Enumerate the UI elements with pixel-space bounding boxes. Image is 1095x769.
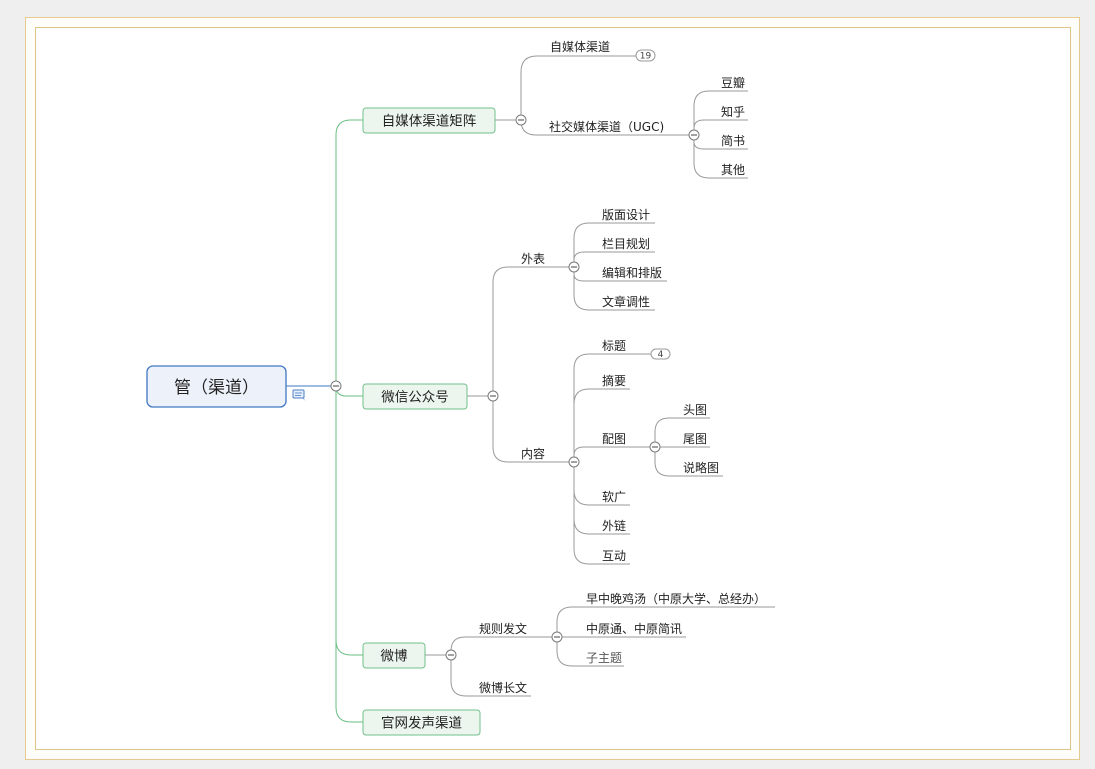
branch1-to-selfmedia [520, 55, 636, 120]
subtopic-changwen[interactable]: 微博长文 [479, 680, 527, 695]
subtopic-zizhuti[interactable]: 子主题 [586, 651, 622, 665]
topic-label: 官网发声渠道 [381, 716, 462, 732]
topic-weixin[interactable]: 微信公众号 [362, 383, 468, 410]
peitu-to-3 [654, 447, 723, 477]
collapse-minus-icon[interactable] [568, 456, 580, 468]
subtopic-qita[interactable]: 其他 [721, 163, 745, 177]
neirong-to-peitu [573, 446, 655, 462]
subtopic-lanmu[interactable]: 栏目规划 [602, 236, 650, 251]
subtopic-neirong[interactable]: 内容 [521, 446, 545, 461]
svg-text:4: 4 [658, 350, 664, 360]
subtopic-biaoti[interactable]: 标题 [602, 339, 626, 353]
guize-to-3 [556, 637, 624, 667]
topic-label: 微信公众号 [381, 390, 449, 406]
topic-guanwang[interactable]: 官网发声渠道 [362, 709, 481, 736]
collapse-minus-icon[interactable] [487, 390, 499, 402]
subtopic-zhongyuantong[interactable]: 中原通、中原简讯 [586, 621, 682, 636]
collapse-minus-icon[interactable] [551, 631, 563, 643]
topic-zimeiti-matrix[interactable]: 自媒体渠道矩阵 [362, 107, 496, 134]
trunk-to-branch-3 [335, 386, 363, 656]
collapse-minus-icon[interactable] [515, 114, 527, 126]
collapse-minus-icon[interactable] [649, 441, 661, 453]
root-label: 管（渠道） [174, 378, 259, 398]
subtopic-peitu[interactable]: 配图 [602, 432, 626, 446]
subtopic-bianji[interactable]: 编辑和排版 [602, 265, 662, 280]
trunk-to-branch-1 [335, 119, 363, 386]
peitu-to-1 [654, 417, 710, 447]
collapse-toggles [330, 114, 700, 661]
topic-label: 自媒体渠道矩阵 [382, 114, 477, 130]
waibiao-to-4 [573, 267, 655, 311]
branch2-to-waibiao [492, 266, 574, 396]
neirong-to-zhaiyao [573, 388, 630, 462]
collapsed-count-badge[interactable]: 19 [635, 49, 656, 62]
root-topic[interactable]: 管（渠道） [146, 365, 287, 408]
branch3-to-guize [450, 636, 557, 655]
subtopic-jianshu[interactable]: 简书 [721, 134, 745, 148]
subtopic-banmian[interactable]: 版面设计 [602, 208, 650, 222]
subtopic-zhaiyao[interactable]: 摘要 [602, 373, 626, 388]
social-to-douban [693, 90, 748, 135]
social-to-zhihu [693, 119, 748, 135]
waibiao-to-2 [573, 251, 655, 267]
collapse-minus-icon[interactable] [688, 129, 700, 141]
subtopic-toutu[interactable]: 头图 [683, 403, 707, 417]
neirong-to-title [573, 353, 651, 462]
collapsed-count-badge[interactable]: 4 [650, 348, 671, 360]
subtopic-wailian[interactable]: 外链 [602, 518, 626, 533]
subtopic-zhihu[interactable]: 知乎 [721, 105, 745, 119]
trunk-to-branch-4 [335, 640, 363, 723]
neirong-to-hudong [573, 462, 630, 565]
subtopic-douban[interactable]: 豆瓣 [721, 76, 745, 90]
collapse-minus-icon[interactable] [330, 380, 342, 392]
collapse-minus-icon[interactable] [445, 649, 457, 661]
svg-text:19: 19 [640, 52, 652, 62]
collapse-minus-icon[interactable] [568, 261, 580, 273]
subtopics: 自媒体渠道 社交媒体渠道（UGC) 豆瓣 知乎 简书 其他 外表 版面设计 栏目… [479, 40, 766, 695]
branch2-to-neirong [492, 396, 574, 463]
connectors [286, 55, 775, 723]
subtopic-guize-fawen[interactable]: 规则发文 [479, 621, 527, 636]
subtopic-shuolvetu[interactable]: 说略图 [683, 460, 719, 475]
social-to-other [693, 135, 748, 179]
subtopic-social-ugc[interactable]: 社交媒体渠道（UGC) [549, 119, 664, 134]
subtopic-ruanguang[interactable]: 软广 [602, 490, 626, 504]
waibiao-to-1 [573, 222, 655, 267]
guize-to-1 [556, 606, 775, 637]
subtopic-hudong[interactable]: 互动 [602, 549, 626, 563]
subtopic-weitu[interactable]: 尾图 [683, 432, 707, 446]
topic-weibo[interactable]: 微博 [362, 642, 426, 669]
topic-label: 微博 [381, 648, 408, 665]
subtopic-tiaoxing[interactable]: 文章调性 [602, 294, 650, 309]
subtopic-zimeiti-qudao[interactable]: 自媒体渠道 [550, 40, 610, 54]
note-icon[interactable] [292, 389, 306, 401]
subtopic-waibiao[interactable]: 外表 [521, 252, 545, 266]
subtopic-jitang[interactable]: 早中晚鸡汤（中原大学、总经办） [586, 591, 766, 606]
branch3-to-changwen [450, 655, 531, 697]
